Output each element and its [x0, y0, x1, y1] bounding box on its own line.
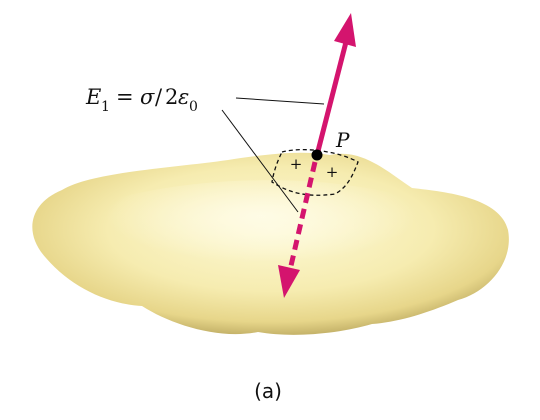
equation-epsilon: ε	[178, 85, 189, 109]
field-arrow-down-shaft	[287, 161, 318, 271]
point-p-marker	[311, 149, 323, 161]
plus-sign: +	[326, 163, 339, 181]
plus-sign: +	[290, 155, 303, 173]
equation-two: 2	[165, 85, 178, 109]
equation-symbol-e: E	[85, 85, 101, 109]
gaussian-pillbox-dashed	[271, 149, 359, 196]
leader-line-lower	[221, 109, 299, 213]
equation-equals: =	[116, 85, 134, 109]
field-arrow-up-shaft	[314, 41, 349, 156]
point-p-label: P	[335, 128, 350, 152]
equation-sigma: σ	[140, 85, 155, 109]
surface-highlight	[88, 180, 434, 283]
field-equation-label: E 1 = σ / 2 ε 0	[85, 85, 198, 115]
field-arrow-up-head	[334, 13, 356, 47]
leader-line-upper	[235, 97, 325, 105]
equation-subscript-0: 0	[189, 99, 198, 115]
equation-subscript-1: 1	[101, 99, 110, 115]
equation-slash: /	[155, 85, 163, 109]
figure-caption: (a)	[254, 379, 282, 403]
field-arrow-down-head	[278, 265, 300, 298]
